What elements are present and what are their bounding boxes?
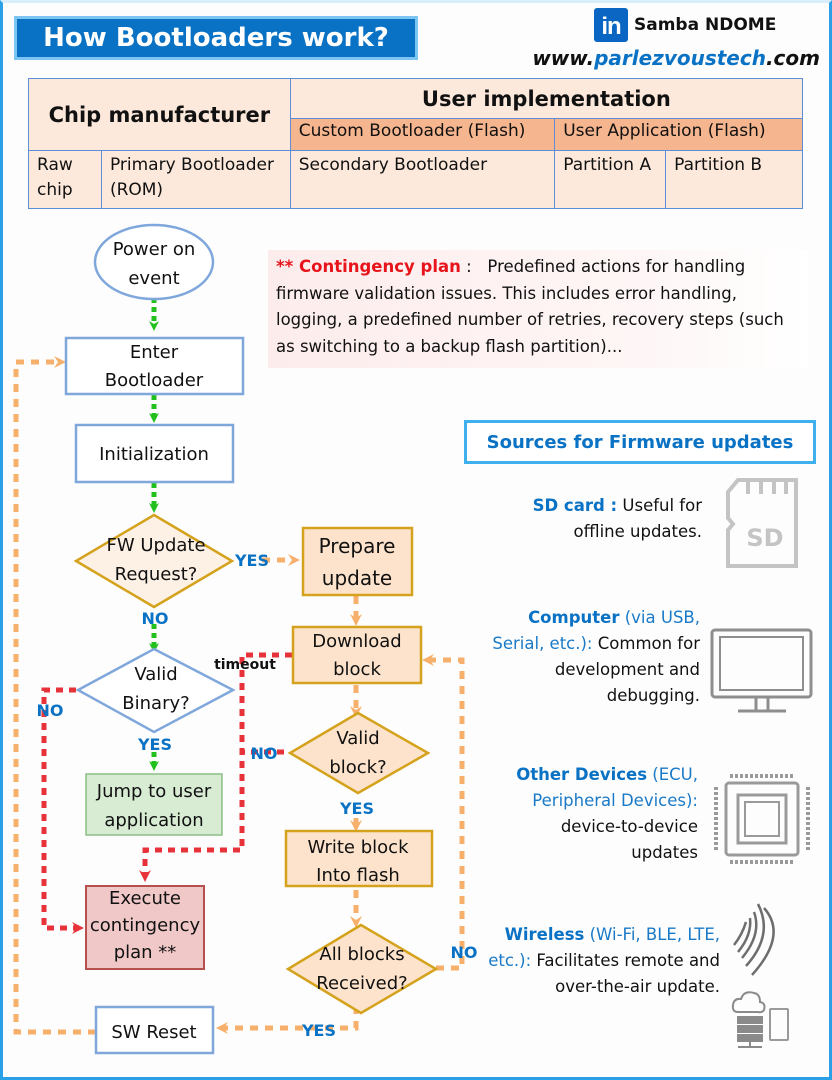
node-contingency-line3: plan ** xyxy=(114,942,177,963)
sources-title: Sources for Firmware updates xyxy=(464,420,816,464)
source-computer-paren: (via USB, Serial, etc.): xyxy=(492,608,700,653)
edge-reset-loop xyxy=(13,356,96,1035)
source-wireless-paren: (Wi-Fi, BLE, LTE, etc.): xyxy=(488,925,720,970)
edge-allblocks-no-loop xyxy=(422,654,465,971)
node-write-block: Write block Into flash xyxy=(284,829,434,888)
node-allblocks-line2: Received? xyxy=(316,973,407,994)
contingency-plan-note: ** Contingency plan : Predefined actions… xyxy=(268,250,808,368)
author-badge[interactable]: in Samba NDOME xyxy=(594,8,776,42)
custom-bootloader-cell: Custom Bootloader (Flash) xyxy=(289,118,556,151)
node-execute-contingency: Execute contingency plan ** xyxy=(85,885,205,970)
node-valid-binary: Valid Binary? xyxy=(75,647,236,734)
edge-binary-no xyxy=(41,687,84,934)
source-devices-paren: (ECU, Peripheral Devices): xyxy=(532,765,698,810)
node-download-block: Download block xyxy=(291,625,423,685)
sd-card-icon: SD xyxy=(726,478,798,568)
node-power-on-line1: Power on xyxy=(113,239,196,260)
website-suffix: .com xyxy=(765,46,820,70)
node-validblock-line2: block? xyxy=(329,757,386,778)
author-name: Samba NDOME xyxy=(634,15,777,35)
node-validblock-line1: Valid xyxy=(336,728,379,749)
label-allblocks-no: NO xyxy=(451,943,478,962)
source-devices-key: Other Devices xyxy=(516,765,648,784)
label-binary-no: NO xyxy=(37,701,64,720)
node-prepare-update: Prepare update xyxy=(301,526,414,597)
label-validblock-yes: YES xyxy=(339,799,374,818)
node-jump-line1: Jump to user xyxy=(96,781,212,802)
primary-bootloader-cell: Primary Bootloader (ROM) xyxy=(100,150,291,209)
linkedin-icon[interactable]: in xyxy=(594,8,628,42)
wireless-signal-icon xyxy=(733,903,775,976)
node-write-line1: Write block xyxy=(307,837,409,858)
secondary-bootloader-cell: Secondary Bootloader xyxy=(289,150,556,209)
chip-icon xyxy=(714,774,810,864)
label-binary-yes: YES xyxy=(137,735,172,754)
source-sd-desc: Useful for offline updates. xyxy=(573,496,702,541)
node-download-line2: block xyxy=(333,659,381,680)
label-fw-yes: YES xyxy=(234,551,269,570)
node-contingency-line2: contingency xyxy=(90,915,201,936)
source-computer: Computer (via USB, Serial, etc.): Common… xyxy=(488,605,700,709)
node-power-on-line2: event xyxy=(128,268,179,289)
svg-text:SD: SD xyxy=(746,524,783,552)
node-write-line2: Into flash xyxy=(316,865,400,886)
node-reset-line1: SW Reset xyxy=(111,1022,196,1043)
node-valid-block: Valid block? xyxy=(287,711,431,795)
node-initialization: Initialization xyxy=(74,423,235,484)
smartphone-icon xyxy=(769,1008,789,1041)
source-computer-key: Computer xyxy=(528,608,620,627)
node-prepare-line1: Prepare xyxy=(319,534,396,558)
contingency-separator: : xyxy=(460,257,488,276)
node-jump-line2: application xyxy=(104,810,203,831)
source-other-devices: Other Devices (ECU, Peripheral Devices):… xyxy=(490,762,698,866)
contingency-label: ** Contingency plan xyxy=(276,257,461,276)
page-title: How Bootloaders work? xyxy=(14,16,418,60)
monitor-icon xyxy=(710,628,813,713)
label-allblocks-yes: YES xyxy=(301,1021,336,1040)
partition-a-cell: Partition A xyxy=(554,150,667,209)
source-wireless-desc: Facilitates remote and over-the-air upda… xyxy=(536,951,720,996)
source-devices-desc: device-to-device updates xyxy=(560,817,698,862)
partition-b-cell: Partition B xyxy=(665,150,803,209)
node-enter-line2: Bootloader xyxy=(105,370,204,391)
node-init-line1: Initialization xyxy=(99,444,209,465)
node-download-line1: Download xyxy=(312,631,401,652)
node-contingency-line1: Execute xyxy=(109,888,181,909)
cloud-server-icon xyxy=(731,991,766,1048)
node-fw-line1: FW Update xyxy=(106,535,205,556)
source-sd-card: SD card : Useful for offline updates. xyxy=(488,493,702,545)
node-all-blocks-received: All blocks Received? xyxy=(285,923,439,1015)
contingency-text: Predefined actions for handling firmware… xyxy=(276,257,784,356)
node-sw-reset: SW Reset xyxy=(94,1005,215,1055)
label-timeout: timeout xyxy=(214,657,276,673)
label-fw-no: NO xyxy=(142,609,169,628)
node-binary-line1: Valid xyxy=(134,664,177,685)
node-enter-bootloader: Enter Bootloader xyxy=(64,336,245,396)
node-allblocks-line1: All blocks xyxy=(319,944,404,965)
source-wireless-key: Wireless xyxy=(504,925,585,944)
node-binary-line2: Binary? xyxy=(122,693,189,714)
bootloader-architecture-table: Chip manufacturer User implementation Cu… xyxy=(28,78,804,209)
label-validblock-no: NO xyxy=(251,744,278,763)
user-application-cell: User Application (Flash) xyxy=(554,118,803,151)
user-implementation-header: User implementation xyxy=(289,78,804,119)
website-brand: parlezvoustech xyxy=(594,46,766,70)
node-enter-line1: Enter xyxy=(130,342,179,363)
node-jump-to-application: Jump to user application xyxy=(85,773,223,836)
chip-manufacturer-header: Chip manufacturer xyxy=(28,78,291,151)
source-computer-desc: Common for development and debugging. xyxy=(554,634,700,705)
edge-allblocks-yes xyxy=(216,1006,359,1034)
node-prepare-line2: update xyxy=(322,566,392,590)
node-power-on: Power on event xyxy=(93,223,215,301)
node-fw-line2: Request? xyxy=(115,564,198,585)
website-prefix: www. xyxy=(532,46,595,70)
raw-chip-cell: Raw chip xyxy=(28,150,102,209)
source-sd-key: SD card : xyxy=(532,496,618,515)
node-fw-update-request: FW Update Request? xyxy=(73,513,235,609)
source-wireless: Wireless (Wi-Fi, BLE, LTE, etc.): Facili… xyxy=(486,922,720,1000)
website-link[interactable]: www.parlezvoustech.com xyxy=(532,46,820,70)
